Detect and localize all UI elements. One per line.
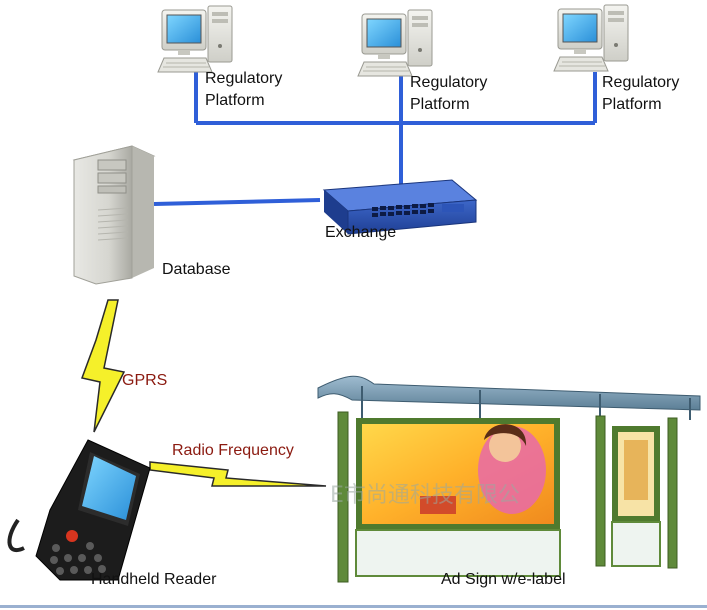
shelter-watermark: E市尚通科技有限公 [330, 483, 520, 508]
database-server-icon [72, 145, 156, 285]
radio-frequency-label: Radio Frequency [172, 442, 294, 459]
rf-lightning-bolt-icon [149, 461, 327, 487]
platform3-label-line2: Platform [602, 96, 662, 113]
exchange-switch-icon [322, 179, 478, 235]
handheld-reader-icon [7, 439, 151, 581]
platform1-label-line2: Platform [205, 92, 265, 109]
database-label: Database [162, 261, 231, 278]
platform2-label-line2: Platform [410, 96, 470, 113]
ad-sign-label: Ad Sign w/e-label [441, 571, 566, 588]
network-links [153, 72, 597, 206]
platform1-computer-icon [157, 5, 233, 73]
gprs-label: GPRS [122, 372, 168, 389]
bottom-divider [0, 605, 707, 608]
platform3-computer-icon [553, 4, 629, 72]
exchange-label: Exchange [325, 224, 397, 241]
platform1-label-line1: Regulatory [205, 70, 283, 87]
platform2-computer-icon [357, 9, 433, 77]
gprs-lightning-bolt-icon [80, 299, 126, 433]
platform2-label-line1: Regulatory [410, 74, 488, 91]
ad-sign-shelter-icon: E市尚通科技有限公 [317, 375, 701, 583]
platform3-label-line1: Regulatory [602, 74, 680, 91]
database-exchange-link [153, 198, 321, 206]
handheld-reader-label: Handheld Reader [91, 571, 217, 588]
